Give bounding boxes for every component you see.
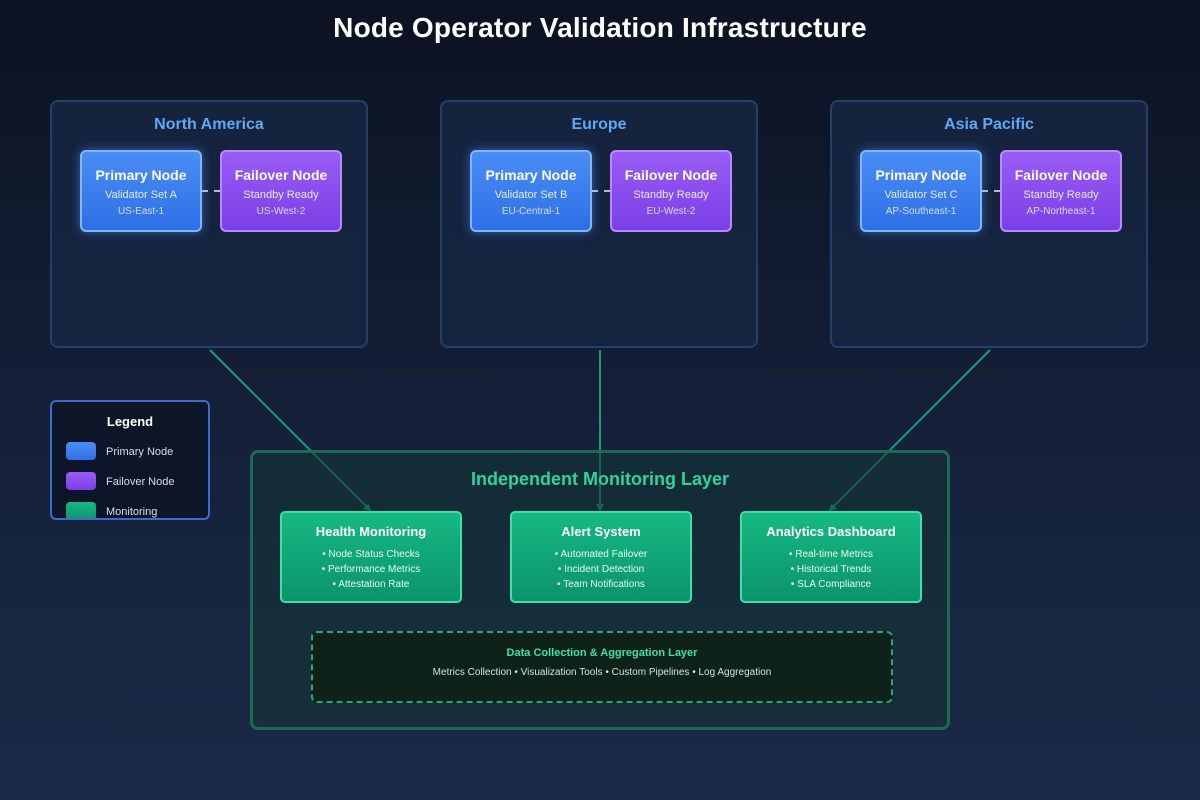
aggregation-layer-items: Metrics Collection • Visualization Tools…	[432, 667, 772, 678]
card-item: Team Notifications	[512, 577, 690, 592]
card-item: Node Status Checks	[282, 547, 460, 562]
primary-node: Primary Node Validator Set A US-East-1	[80, 150, 202, 232]
legend-label-monitoring: Monitoring	[106, 506, 158, 518]
card-title: Analytics Dashboard	[766, 524, 896, 539]
node-subtitle: Standby Ready	[633, 189, 709, 201]
legend-label-primary: Primary Node	[106, 446, 174, 458]
legend-swatch-primary	[66, 442, 96, 460]
node-subtitle: Validator Set C	[884, 189, 958, 201]
node-subtitle: Validator Set A	[105, 189, 177, 201]
node-title: Failover Node	[1014, 167, 1108, 183]
failover-node: Failover Node Standby Ready US-West-2	[220, 150, 342, 232]
page-title: Node Operator Validation Infrastructure	[333, 12, 867, 43]
node-title: Primary Node	[95, 167, 187, 183]
card-item: Historical Trends	[742, 562, 920, 577]
node-link	[202, 190, 220, 192]
card-item: Incident Detection	[512, 562, 690, 577]
region-north-america: North America Primary Node Validator Set…	[50, 100, 368, 348]
failover-node: Failover Node Standby Ready AP-Northeast…	[1000, 150, 1122, 232]
node-title: Failover Node	[234, 167, 328, 183]
alert-system-card: Alert System Automated Failover Incident…	[510, 511, 692, 603]
aggregation-layer: Data Collection & Aggregation Layer Metr…	[311, 631, 893, 703]
card-title: Health Monitoring	[315, 524, 427, 539]
primary-node: Primary Node Validator Set C AP-Southeas…	[860, 150, 982, 232]
region-title: North America	[154, 116, 264, 133]
legend-swatch-monitoring	[66, 502, 96, 518]
node-location: US-West-2	[256, 206, 306, 217]
legend-swatch-failover	[66, 472, 96, 490]
card-item: Performance Metrics	[282, 562, 460, 577]
node-location: AP-Northeast-1	[1026, 206, 1096, 217]
node-subtitle: Standby Ready	[1023, 189, 1099, 201]
region-europe: Europe Primary Node Validator Set B EU-C…	[440, 100, 758, 348]
card-item: Attestation Rate	[282, 577, 460, 592]
node-subtitle: Validator Set B	[494, 189, 568, 201]
monitoring-layer: Independent Monitoring Layer Health Moni…	[250, 450, 950, 730]
card-title: Alert System	[561, 524, 641, 539]
region-title: Europe	[571, 116, 627, 133]
failover-node: Failover Node Standby Ready EU-West-2	[610, 150, 732, 232]
monitoring-layer-title: Independent Monitoring Layer	[470, 469, 729, 489]
region-title: Asia Pacific	[944, 116, 1034, 133]
node-location: US-East-1	[117, 206, 165, 217]
card-item: SLA Compliance	[742, 577, 920, 592]
node-location: EU-Central-1	[501, 206, 561, 217]
node-link	[982, 190, 1000, 192]
card-item: Automated Failover	[512, 547, 690, 562]
legend-label-failover: Failover Node	[106, 476, 175, 488]
node-title: Primary Node	[875, 167, 967, 183]
node-location: AP-Southeast-1	[885, 206, 957, 217]
legend: Legend Primary Node Failover Node Monito…	[50, 400, 210, 520]
primary-node: Primary Node Validator Set B EU-Central-…	[470, 150, 592, 232]
node-link	[592, 190, 610, 192]
analytics-dashboard-card: Analytics Dashboard Real-time Metrics Hi…	[740, 511, 922, 603]
node-title: Primary Node	[485, 167, 577, 183]
health-monitoring-card: Health Monitoring Node Status Checks Per…	[280, 511, 462, 603]
region-asia-pacific: Asia Pacific Primary Node Validator Set …	[830, 100, 1148, 348]
node-title: Failover Node	[624, 167, 718, 183]
card-item: Real-time Metrics	[742, 547, 920, 562]
node-location: EU-West-2	[646, 206, 696, 217]
aggregation-layer-title: Data Collection & Aggregation Layer	[506, 647, 698, 659]
legend-title: Legend	[106, 414, 154, 429]
node-subtitle: Standby Ready	[243, 189, 319, 201]
